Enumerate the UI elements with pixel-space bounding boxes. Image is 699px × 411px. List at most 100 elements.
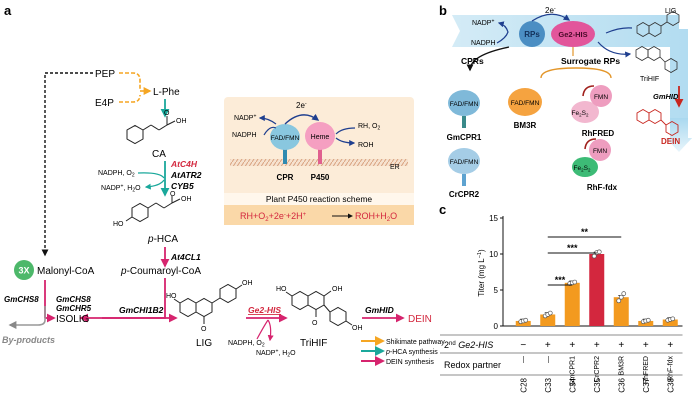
table-row1-cell: + [643,340,649,351]
scheme-nadph-arc [263,126,277,136]
gmcpr1-label: GmCPR1 [447,133,482,142]
panel-label-c: c [439,202,446,217]
significance-brackets: ******** [547,227,622,286]
replicate-points [518,249,676,325]
bar-c37 [638,320,654,326]
replicate-point [523,317,529,323]
crcpr2-fadfmn: FAD/FMN [450,159,479,166]
b-dein-label: DEIN [661,137,680,146]
rhfred-fmn [590,85,612,107]
his-cof-in-arc [256,319,269,340]
table-row2-cell: CrCPR2 [594,356,601,382]
table-row2-cell: — [545,356,552,363]
b-electron-arc [531,13,571,22]
rhffdx-label: RhF-fdx [587,183,618,192]
lig-o-label: O [201,326,207,333]
scheme-2e-label: 2e- [296,101,307,110]
scheme-nadp-arc [258,115,277,125]
three-x-label: 3X [18,266,29,276]
rhfred-fe-label: Fe2S2 [572,110,589,118]
replicate-point [591,253,597,259]
b-gmhid-label: GmHID [653,92,679,101]
replicate-point [621,291,627,296]
phca-structure [125,196,181,223]
p450-label: P450 [311,173,330,182]
y-tick-label: 5 [494,286,499,295]
rhffdx-fe2s2 [572,157,598,177]
lig-structure [173,283,243,324]
rhffdx-fmn-label: FMN [593,148,607,155]
scheme-nadph-label: NADPH [232,132,257,139]
rhffdx-fe-label: Fe2S2 [574,165,591,173]
rhfred-label: RhFRED [582,129,615,138]
legend-label-dein: DEIN synthesis [386,359,434,366]
ca-oh-label: OH [176,118,187,125]
c4h-cofactor-out-arc [144,179,165,190]
cpr-label: CPR [277,173,294,182]
scheme-roh-arc [335,137,356,146]
category-label-c34: C34 [568,377,577,392]
b-cprs-arrow [466,46,510,72]
enzyme-gmhid: GmHID [365,305,394,315]
p450-equation: RH+O2+2e-+2H+ [240,211,307,223]
replicate-point [670,316,676,322]
enzyme-atc4h: AtC4H [170,159,198,169]
coumaroyl-coa-label: p-Coumaroyl-CoA [120,266,201,277]
bar-series [515,251,678,326]
crcpr2-domain [448,148,480,174]
y-tick-label: 0 [494,322,499,331]
byproducts-label: By-products [2,335,55,345]
phca-label: p-HCA [147,234,178,245]
replicate-point [618,294,624,300]
pep-label: PEP [95,69,115,80]
enzyme-atatr2: AtATR2 [170,170,202,180]
enzyme-gmchr5: GmCHR5 [56,304,92,313]
ge2his-label: Ge2-HIS [558,30,587,39]
p450-equation-rhs: ROH+H2O [355,211,397,223]
scheme-electron-arc [284,113,320,125]
bm3r-fadfmn: FAD/FMN [511,100,540,107]
his-cofactor-out: NADP+, H2O [256,349,296,359]
er-label: ER [390,164,400,171]
three-x-badge [14,260,34,280]
panel-label-a: a [4,3,12,18]
c4h-cofactor-out: NADP+, H2O [101,184,141,194]
phca-o-label: O [170,191,176,198]
table-row2-cell: RhF-fdx [667,356,674,381]
table-row1-label: 2nd Ge2-HIS [444,340,493,350]
bar-c36 [613,297,629,326]
scheme-roh-label: ROH [358,142,374,149]
b-surrogate-bracket [540,67,612,79]
scheme-rh-label: RH, O2 [358,123,380,132]
legend-label-phca: p-HCA synthesis [385,349,438,356]
heme-label: Heme [311,134,330,141]
scheme-rh-arc [335,127,356,135]
significance-label: ** [581,227,589,237]
enzyme-cyb5: CYB5 [171,181,194,191]
crcpr2-label: CrCPR2 [449,190,480,199]
table-row1-cell: + [667,340,673,351]
table-row2-cell: BM3R [618,356,625,375]
phca-oh-label: OH [181,196,192,203]
b-surrogate-label: Surrogate RPs [561,56,620,66]
table-row2-cell: GmCPR1 [569,356,576,386]
bar-c38 [662,319,678,326]
table-row1-cell: + [618,340,624,351]
e4p-label: E4P [95,98,114,109]
b-dein-structure [636,108,679,137]
category-label-c36: C36 [617,377,626,392]
p450-scheme-title: Plant P450 reaction scheme [266,194,373,204]
replicate-point [616,298,622,304]
y-tick-label: 10 [489,250,498,259]
legend-label-shikimate: Shikimate pathway [386,339,445,346]
trihif-oh-top: OH [332,286,343,293]
b-lig-label: LIG [665,8,676,15]
rhffdx-fmn [589,139,611,161]
trihif-o-label: O [312,320,318,327]
pep-to-lphe-arrow [119,72,141,89]
p450-scheme-title-band [224,193,414,205]
table-row2-cell: — [520,356,527,363]
rhfred-fmn-label: FMN [594,94,608,101]
